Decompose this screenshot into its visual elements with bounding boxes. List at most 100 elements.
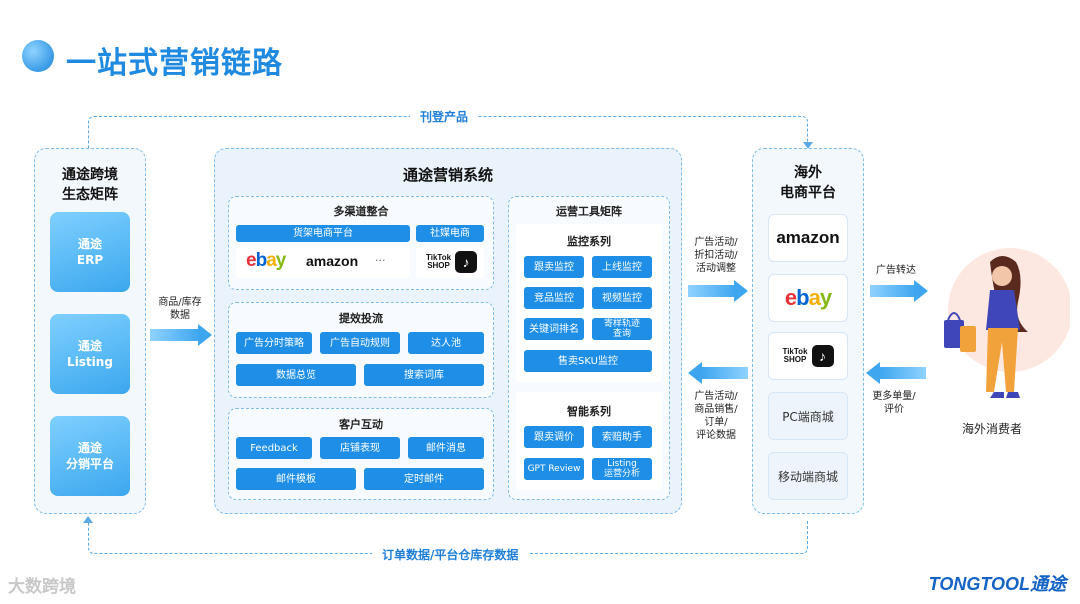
- tiktok-text-line1: TikTok: [782, 347, 808, 356]
- ebay-letter: b: [796, 285, 809, 310]
- watermark: 大数跨境: [8, 577, 76, 597]
- left-arrow-icon: [688, 362, 748, 384]
- sku-monitor-button[interactable]: 售卖SKU监控: [524, 350, 652, 372]
- bag-handle: [947, 312, 961, 321]
- button-label-line1: Listing: [607, 459, 637, 469]
- smart-series-title: 智能系列: [567, 405, 611, 418]
- listing-analysis-button[interactable]: Listing 运营分析: [592, 458, 652, 480]
- mobile-mall-tile[interactable]: 移动端商城: [768, 452, 848, 500]
- ebay-logo: ebay: [246, 250, 287, 272]
- sample-tracking-button[interactable]: 寄样轨迹 查询: [592, 318, 652, 340]
- competitor-monitor-button[interactable]: 竞品监控: [524, 287, 584, 309]
- ebay-letter: a: [808, 285, 821, 310]
- amazon-logo: amazon: [776, 228, 840, 247]
- tile-label-line1: 通途: [77, 237, 102, 251]
- arrow-label-line: 活动调整: [696, 263, 736, 274]
- ebay-letter: a: [266, 250, 277, 271]
- ad-auto-rules-button[interactable]: 广告自动规则: [320, 332, 400, 354]
- consumer-label: 海外消费者: [962, 422, 1023, 436]
- arrow-label-line: 评价: [884, 404, 904, 415]
- scheduled-email-button[interactable]: 定时邮件: [364, 468, 484, 490]
- gpt-review-button[interactable]: GPT Review: [524, 458, 584, 480]
- follow-sell-monitor-button[interactable]: 跟卖监控: [524, 256, 584, 278]
- button-label-line1: 寄样轨迹: [603, 319, 640, 329]
- page-title: 一站式营销链路: [66, 46, 283, 81]
- tile-label-line1: 通途: [77, 339, 102, 353]
- arrow-label-line: 广告活动/: [694, 237, 738, 248]
- email-templates-button[interactable]: 邮件模板: [236, 468, 356, 490]
- tongtool-erp-tile[interactable]: 通途 ERP: [50, 212, 130, 292]
- arrow-label-line: 评论数据: [696, 430, 736, 441]
- ops-tools-title: 运营工具矩阵: [556, 205, 622, 218]
- shelf-ecommerce-tag[interactable]: 货架电商平台: [236, 225, 410, 242]
- top-flow-label: 刊登产品: [410, 108, 479, 125]
- arrow-label-line: 订单/: [704, 417, 728, 428]
- search-terms-button[interactable]: 搜索词库: [364, 364, 484, 386]
- tongtool-distribution-tile[interactable]: 通途 分销平台: [50, 416, 130, 496]
- tongtool-listing-tile[interactable]: 通途 Listing: [50, 314, 130, 394]
- tiktok-text-line2: SHOP: [427, 261, 450, 270]
- marketing-system-title: 通途营销系统: [402, 166, 493, 184]
- video-monitor-button[interactable]: 视频监控: [592, 287, 652, 309]
- shopping-bag-orange: [960, 326, 976, 352]
- tile-label-line1: 通途: [77, 441, 102, 455]
- social-ecommerce-tag[interactable]: 社媒电商: [416, 225, 484, 242]
- amazon-platform-tile[interactable]: amazon: [768, 214, 848, 262]
- consumer-pants: [986, 328, 1018, 392]
- ebay-letter: e: [246, 250, 257, 271]
- left-arrow-icon: [866, 362, 928, 384]
- arrow-label-line: 折扣活动/: [694, 250, 738, 261]
- ad-reach-label: 广告转达: [876, 265, 916, 276]
- consumer-shoes: [990, 392, 1020, 398]
- ads-title: 提效投流: [339, 312, 383, 325]
- arrow-label-line: 广告活动/: [694, 391, 738, 402]
- pc-mall-tile[interactable]: PC端商城: [768, 392, 848, 440]
- tiktok-icon: ♪: [455, 251, 478, 273]
- button-label-line2: 查询: [612, 329, 631, 339]
- ecosystem-title-line2: 生态矩阵: [62, 187, 118, 203]
- tile-label-line2: Listing: [67, 355, 113, 369]
- keyword-ranking-button[interactable]: 关键词排名: [524, 318, 584, 340]
- arrow-label-line: 更多单量/: [872, 391, 916, 402]
- platforms-title-line1: 海外: [794, 165, 822, 181]
- right-arrow-icon: [688, 280, 750, 302]
- more-platforms-ellipsis: ···: [375, 254, 386, 267]
- ecosystem-title-line1: 通途跨境: [62, 167, 118, 183]
- tongtool-brand-logo: TONGTOOL通途: [928, 574, 1066, 594]
- consumer-top: [986, 290, 1020, 330]
- store-performance-button[interactable]: 店铺表现: [320, 437, 400, 459]
- email-messages-button[interactable]: 邮件消息: [408, 437, 484, 459]
- overseas-consumer-illustration: [944, 248, 1070, 398]
- consumer-head: [992, 266, 1012, 286]
- ebay-letter: e: [784, 285, 797, 310]
- feedback-button[interactable]: Feedback: [236, 437, 312, 459]
- listing-online-monitor-button[interactable]: 上线监控: [592, 256, 652, 278]
- multichannel-title: 多渠道整合: [333, 205, 389, 218]
- claim-assistant-button[interactable]: 索赔助手: [592, 426, 652, 448]
- ebay-letter: y: [275, 250, 287, 271]
- tiktok-icon: ♪: [811, 345, 834, 367]
- platforms-title-line2: 电商平台: [780, 185, 836, 201]
- tile-label-line2: 分销平台: [65, 457, 114, 471]
- ad-schedule-strategy-button[interactable]: 广告分时策略: [236, 332, 312, 354]
- follow-sell-pricing-button[interactable]: 跟卖调价: [524, 426, 584, 448]
- title-bullet-icon: [22, 40, 54, 72]
- tiktok-text-line2: SHOP: [783, 355, 807, 364]
- campaign-adjust-label: 广告活动/ 折扣活动/ 活动调整: [686, 236, 746, 275]
- shelf-logos-box: [236, 246, 410, 278]
- sales-order-data-label: 广告活动/ 商品销售/ 订单/ 评论数据: [684, 390, 748, 442]
- bottom-flow-label: 订单数据/平台仓库存数据: [372, 546, 529, 563]
- data-overview-button[interactable]: 数据总览: [236, 364, 356, 386]
- top-flow-arrowhead-icon: [803, 142, 813, 149]
- shopping-bag-blue: [944, 320, 964, 348]
- ebay-platform-tile[interactable]: ebay: [768, 274, 848, 322]
- button-label-line2: 运营分析: [603, 469, 640, 479]
- influencer-pool-button[interactable]: 达人池: [408, 332, 484, 354]
- arrow-label-line: 商品销售/: [694, 404, 738, 415]
- arrow-label-line1: 商品/库存: [158, 297, 202, 308]
